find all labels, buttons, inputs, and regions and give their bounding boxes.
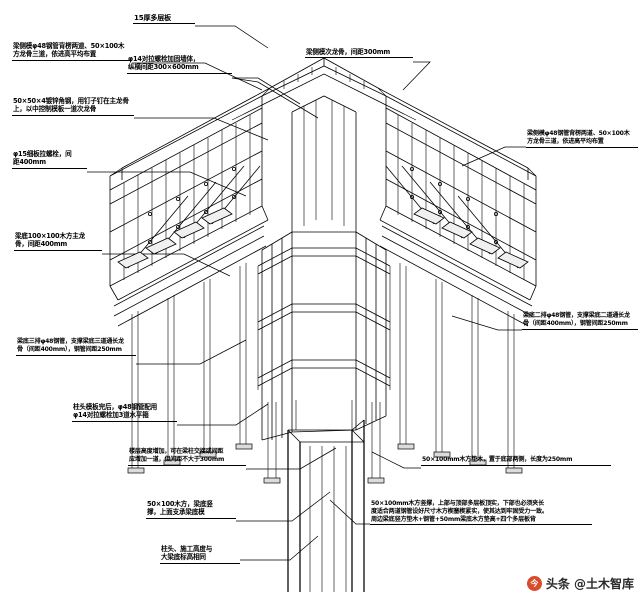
beam-bottom-supports [113,225,533,484]
storey-height-spacing-callout: 楼层高度增加，可在梁柱交接或间距 应增加一道，但间距不大于300mm [128,448,246,466]
prop-setting-note-callout: 50×100mm木方竖撑，上部与顶部多层板顶实，下部也必须夹长 度适合两道钢管设… [370,500,592,526]
slab-deck [231,57,417,232]
beam-side-backing-right-callout: 梁侧模φ48钢管背楞两道、50×100木 方龙骨三道，依进高平均布置 [526,130,638,148]
concrete-column [287,419,365,592]
left-beam-formwork [109,87,271,301]
beam-bottom-three-row-pipe-callout: 梁底三排φ48钢管，支撑梁底三道通长龙 骨（间距400mm），钢管间距250mm [16,338,136,356]
beam-bottom-two-row-pipe-callout: 梁底二排φ48钢管，支撑梁底二道通长龙 骨（间距400mm），钢管间距250mm [522,312,638,330]
column-head-note-callout: 柱头、施工高度与 大梁底标高相同 [160,545,240,564]
right-diagonal-braces [385,165,529,269]
toutiao-badge-icon: 今 [526,576,542,591]
column-formwork-panels [261,231,387,441]
left-diagonal-braces [117,165,261,269]
column-head-hoop-callout: 柱头模板完后，φ48钢管配用 φ14对拉螺栓加3道水平箍 [72,403,177,422]
beam-bottom-prop-callout: 50×100木方，梁底竖 撑，上面支承梁底模 [146,500,236,519]
tie-bolts [147,166,498,244]
watermark-text: 头条 @土木智库 [545,577,634,591]
watermark: 今 头条 @土木智库 [526,575,634,592]
beam-side-secondary-joist-callout: 梁侧模次龙骨，间距300mm [305,48,413,59]
plywood-panel-callout: 15厚多层板 [133,13,195,25]
galvanized-angle-callout: 50×50×4镀锌角钢，用钉子钉在主龙骨 上，以中控制模板一道次龙骨 [12,97,134,116]
column-hoops [257,247,391,387]
tie-bolt-wall-callout: φ14对拉螺栓加固墙体， 纵横间距300×600mm [127,55,232,74]
beam-bottom-main-joist-callout: 梁底100×100木方主龙 骨，间距400mm [14,232,102,251]
right-beam-formwork [377,87,537,301]
bearing-timber-pad-callout: 50×100mm木方垫木，置于底部两侧，长度为250mm [421,456,611,466]
panel-tie-bolt-callout: φ15细板拉螺栓，间 距400mm [12,150,87,169]
beam-side-backing-left-callout: 梁侧模φ48钢管背楞两道、50×100木 方龙骨三道，依进高平均布置 [12,42,132,61]
column-head-details [257,266,391,430]
leader-lines [87,25,526,561]
